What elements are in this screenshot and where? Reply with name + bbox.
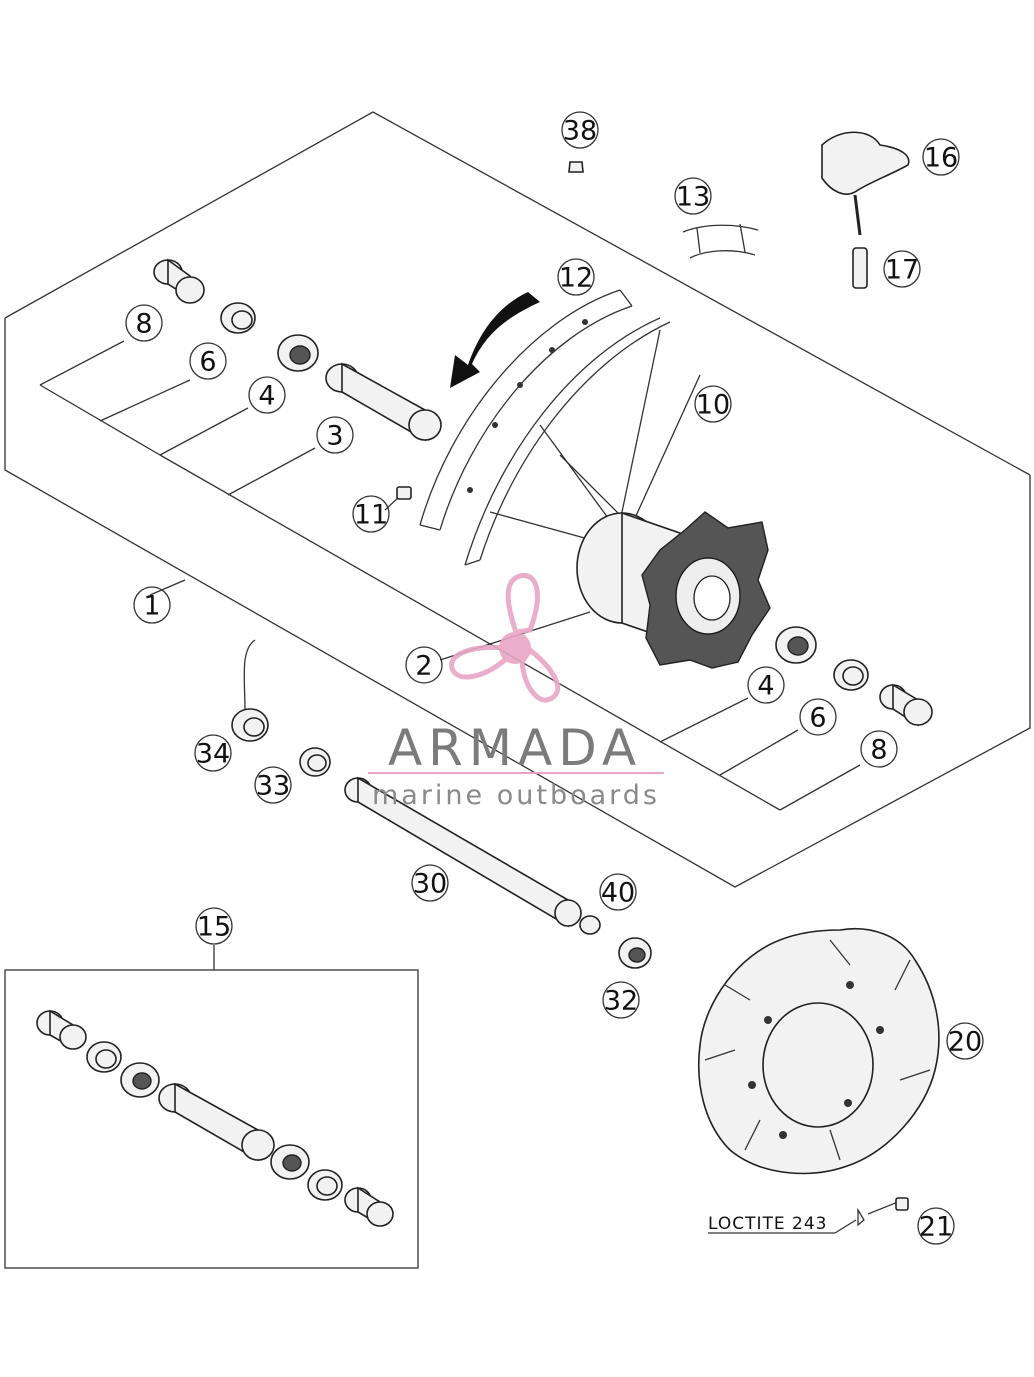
right-seal: [833, 659, 869, 691]
rotation-arrow-icon: [450, 292, 540, 388]
svg-text:34: 34: [196, 739, 230, 770]
svg-text:33: 33: [256, 771, 290, 802]
axle-clamp: [231, 639, 269, 742]
svg-text:20: 20: [948, 1027, 982, 1058]
left-bushing: [153, 258, 205, 304]
hub: [576, 511, 771, 669]
valve-cap: [568, 161, 584, 173]
svg-text:32: 32: [604, 986, 638, 1017]
right-bushing: [879, 683, 933, 727]
callout-32: 32: [602, 981, 640, 1019]
svg-text:8: 8: [870, 735, 887, 766]
spacer-tube: [325, 362, 442, 442]
svg-text:6: 6: [809, 703, 826, 734]
callout-8-right: 8: [860, 730, 898, 768]
callout-21: 21: [917, 1207, 955, 1245]
left-bearing: [277, 334, 319, 372]
axle-washer: [579, 915, 601, 935]
svg-text:38: 38: [563, 116, 597, 147]
rim-tape: [682, 223, 759, 259]
callout-40: 40: [599, 873, 637, 911]
svg-text:15: 15: [197, 912, 231, 943]
kit-contents: [36, 1009, 394, 1227]
callout-6-right: 6: [799, 698, 837, 736]
rim-lock: [821, 131, 910, 236]
callout-38: 38: [561, 111, 599, 149]
callout-30: 30: [411, 864, 449, 902]
svg-text:17: 17: [885, 255, 919, 286]
svg-text:13: 13: [676, 182, 710, 213]
callout-15: 15: [195, 907, 233, 945]
callout-2: 2: [405, 646, 443, 684]
svg-text:4: 4: [757, 671, 774, 702]
callout-6-left: 6: [189, 342, 227, 380]
kit-box: [4, 969, 419, 1269]
svg-text:6: 6: [199, 347, 216, 378]
svg-text:40: 40: [601, 878, 635, 909]
callout-12: 12: [557, 258, 595, 296]
callout-33: 33: [254, 766, 292, 804]
callout-20: 20: [946, 1022, 984, 1060]
svg-text:30: 30: [413, 869, 447, 900]
svg-text:4: 4: [258, 381, 275, 412]
svg-text:16: 16: [924, 143, 958, 174]
callout-34: 34: [194, 734, 232, 772]
disc-bolt: [857, 1197, 909, 1227]
callout-10: 10: [694, 385, 732, 423]
callout-8-left: 8: [125, 304, 163, 342]
screw: [396, 486, 412, 500]
left-seal: [220, 302, 256, 334]
svg-text:3: 3: [326, 421, 343, 452]
svg-text:12: 12: [559, 263, 593, 294]
assembly-frame: [4, 111, 1031, 888]
loctite-note: LOCTITE 243: [708, 1214, 828, 1234]
axle-nut: [618, 937, 652, 969]
axle: [344, 776, 582, 928]
callout-1: 1: [133, 586, 171, 624]
callout-4-left: 4: [248, 376, 286, 414]
brake-disc: [697, 928, 940, 1175]
svg-text:2: 2: [415, 651, 432, 682]
callout-11: 11: [352, 495, 390, 533]
callout-13: 13: [674, 177, 712, 215]
callout-17: 17: [883, 250, 921, 288]
callout-3: 3: [316, 416, 354, 454]
right-bearing: [775, 626, 817, 664]
callout-16: 16: [922, 138, 960, 176]
rim-lock-nut: [852, 247, 868, 289]
axle-seal: [299, 747, 331, 777]
svg-text:21: 21: [919, 1212, 953, 1243]
svg-text:1: 1: [143, 591, 160, 622]
armada-logo: [449, 572, 561, 703]
svg-text:10: 10: [696, 390, 730, 421]
svg-text:11: 11: [354, 500, 388, 531]
svg-text:8: 8: [135, 309, 152, 340]
callout-4-right: 4: [747, 666, 785, 704]
rim: [419, 289, 671, 566]
watermark-name: ARMADA: [388, 719, 642, 777]
watermark-tagline: marine outboards: [372, 780, 660, 811]
